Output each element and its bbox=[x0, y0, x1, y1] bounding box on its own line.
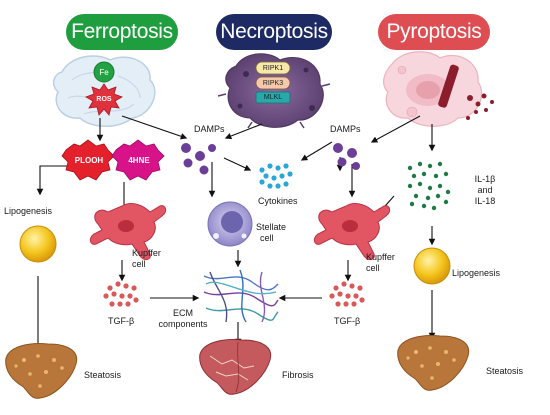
il-1beta-label: IL-1β bbox=[474, 174, 496, 184]
ros-label: ROS bbox=[96, 96, 112, 103]
kupffer-label-left-2: cell bbox=[132, 259, 146, 269]
pyroptosis-header: Pyroptosis bbox=[378, 14, 490, 50]
lipogenesis-label-right: Lipogenesis bbox=[452, 268, 501, 278]
damps-cluster-right bbox=[333, 143, 360, 170]
stellate-label-1: Stellate bbox=[256, 222, 287, 232]
steatotic-liver-right bbox=[397, 335, 470, 391]
ferroptosis-header: Ferroptosis bbox=[66, 14, 178, 50]
stellate-label-2: cell bbox=[260, 233, 274, 243]
kupffer-label-left-1: Kupffer bbox=[132, 248, 161, 258]
damps-cluster-left bbox=[181, 143, 216, 175]
necroptosis-header: Necroptosis bbox=[216, 14, 332, 50]
interleukin-cluster bbox=[407, 161, 451, 211]
steatotic-liver-left bbox=[5, 343, 78, 399]
steatosis-label-left: Steatosis bbox=[84, 370, 122, 380]
kupffer-cell-right bbox=[313, 203, 391, 261]
fe-label: Fe bbox=[99, 68, 109, 77]
cytokines-label: Cytokines bbox=[258, 196, 298, 206]
lipid-droplet-right bbox=[413, 247, 451, 285]
ecm-label-1: ECM bbox=[173, 308, 193, 318]
iron-icon bbox=[93, 61, 115, 83]
ferroptosis-cell bbox=[52, 55, 156, 127]
necroptosis-cell bbox=[217, 53, 331, 129]
fibrosis-label: Fibrosis bbox=[282, 370, 314, 380]
ripk3-label: RIPK3 bbox=[262, 80, 284, 87]
ripk3-box bbox=[255, 76, 291, 90]
il-18-label: IL-18 bbox=[474, 196, 496, 206]
arrows bbox=[34, 115, 436, 352]
mlkl-box bbox=[255, 91, 291, 104]
il-and-label: and bbox=[477, 185, 493, 195]
fibrotic-liver bbox=[199, 339, 272, 395]
cytokines-cluster bbox=[259, 163, 293, 189]
damps-label-right: DAMPs bbox=[330, 124, 361, 134]
lipogenesis-label-left: Lipogenesis bbox=[4, 206, 53, 216]
stellate-cell bbox=[207, 201, 253, 247]
plooh-burst-icon bbox=[61, 139, 115, 181]
tgf-beta-cluster-left bbox=[103, 281, 139, 307]
ecm-label-2: components bbox=[158, 319, 208, 329]
ros-burst-icon bbox=[85, 83, 123, 116]
mlkl-label: MLKL bbox=[263, 94, 283, 101]
tgf-beta-cluster-right bbox=[329, 281, 365, 307]
kupffer-label-right-1: Kupffer bbox=[366, 252, 395, 262]
ripk1-label: RIPK1 bbox=[262, 65, 284, 72]
gasdermin-pore-icon bbox=[438, 64, 459, 108]
tgf-beta-label-right: TGF-β bbox=[334, 316, 361, 326]
steatosis-label-right: Steatosis bbox=[486, 366, 524, 376]
damps-label-left: DAMPs bbox=[194, 124, 225, 134]
kupffer-cell-left bbox=[89, 203, 167, 261]
4hne-label: 4HNE bbox=[128, 156, 150, 165]
tgf-beta-label-left: TGF-β bbox=[108, 316, 135, 326]
4hne-burst-icon bbox=[111, 139, 165, 181]
pyroptosis-cell bbox=[383, 51, 494, 127]
kupffer-label-right-2: cell bbox=[366, 263, 380, 273]
lipid-droplet-left bbox=[19, 225, 57, 263]
ecm-fibers bbox=[203, 269, 279, 323]
plooh-label: PLOOH bbox=[74, 156, 104, 165]
ripk1-box bbox=[255, 61, 291, 75]
